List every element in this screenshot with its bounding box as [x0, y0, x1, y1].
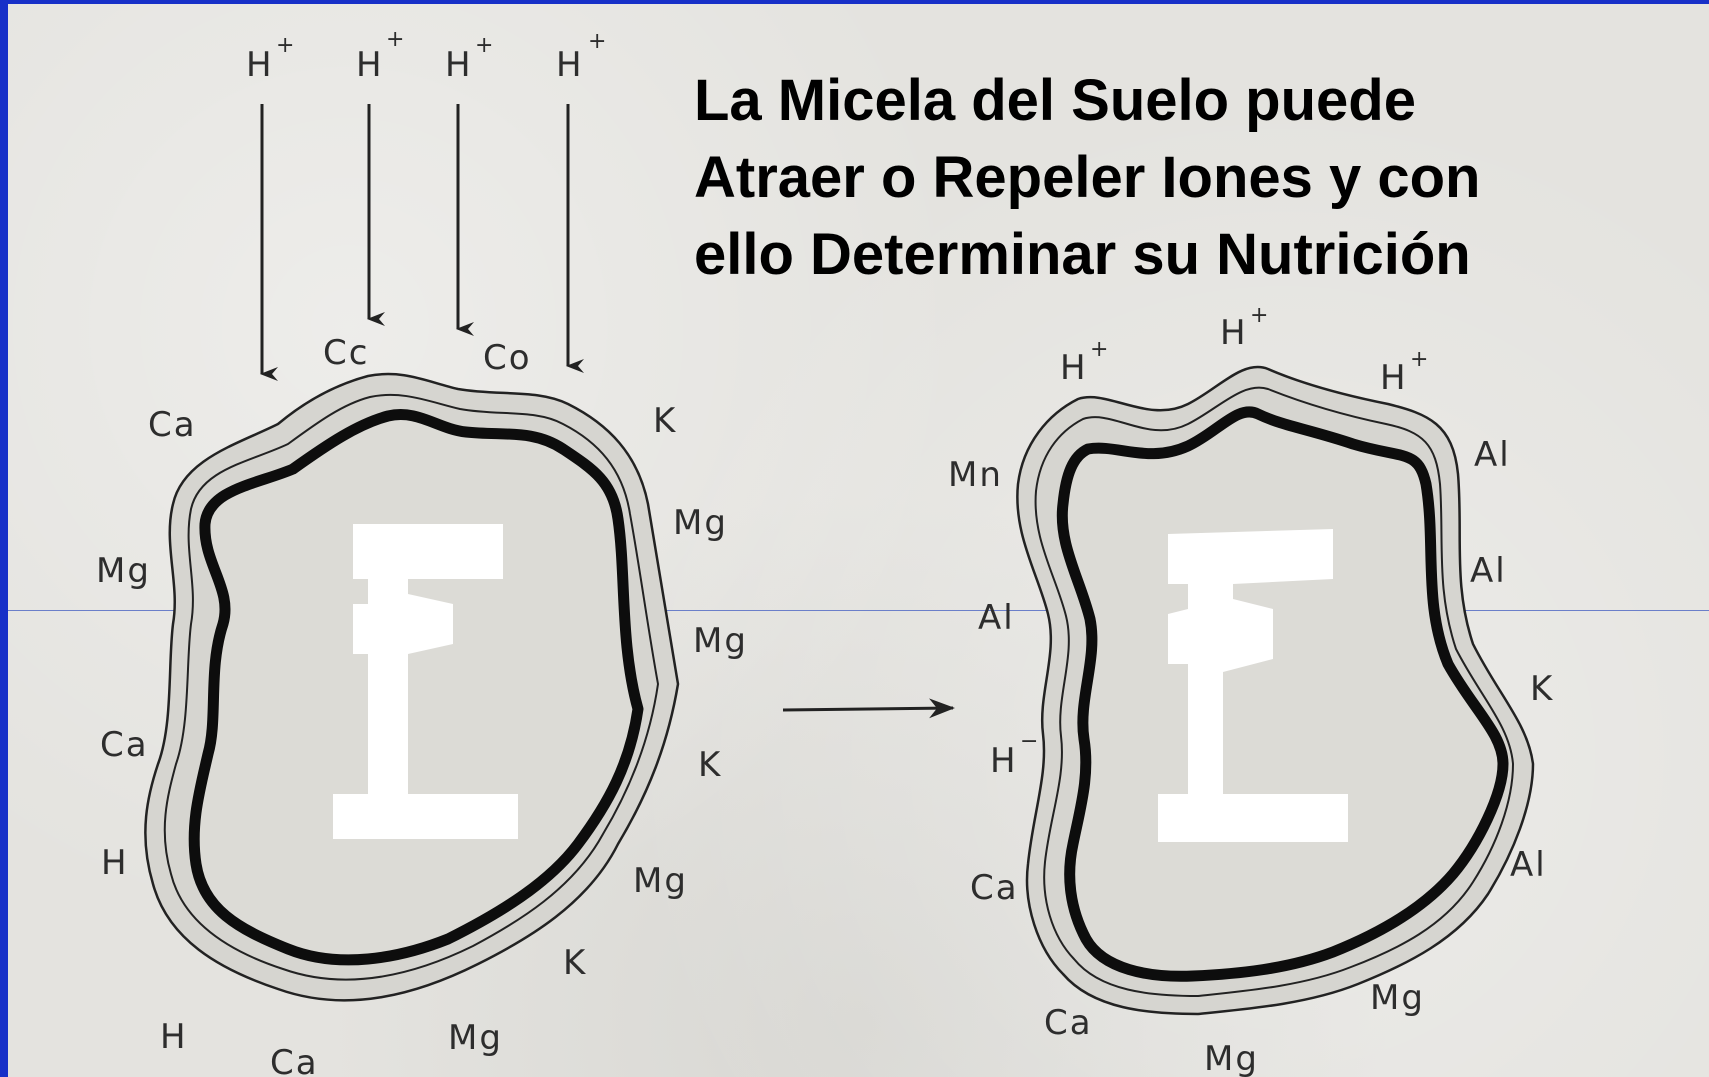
incoming-ions: H + H + H + H +	[246, 27, 608, 85]
left-ion-5: Mg	[673, 503, 728, 543]
slide: La Micela del Suelo puede Atraer o Repel…	[8, 4, 1709, 1077]
left-ion-4: K	[653, 401, 677, 441]
incoming-h-charge-3: +	[475, 33, 495, 58]
title-line-3: ello Determinar su Nutrición	[694, 222, 1471, 287]
micelle-left-core-boundary	[188, 409, 644, 966]
left-ion-6: Mg	[96, 551, 151, 591]
right-ion-mn: Mn	[948, 455, 1003, 495]
incoming-h-label-2: H	[356, 45, 384, 85]
micelle-right-inner-shell	[1034, 386, 1515, 998]
micelle-left: Cc Co Ca K Mg Mg Mg Ca K H Mg K H Ca Mg	[96, 333, 748, 1077]
left-ion-8: Ca	[100, 725, 149, 765]
title-line-2: Atraer o Repeler Iones y con	[694, 145, 1481, 210]
incoming-h-charge-1: +	[276, 33, 296, 58]
right-ion-k: K	[1530, 669, 1554, 709]
micelle-left-sigma	[333, 524, 518, 839]
right-ion-h1-charge: +	[1090, 337, 1110, 362]
right-ion-ca2: Ca	[1044, 1003, 1093, 1043]
micelle-right: H + H + H + Mn Al Al Al H − K Ca Al Mg C…	[948, 303, 1554, 1077]
divider-line	[8, 610, 1709, 611]
right-ion-al2: Al	[978, 598, 1015, 638]
incoming-h-label-1: H	[246, 45, 274, 85]
micelle-diagram: H + H + H + H + Cc Co Ca K Mg	[96, 27, 1554, 1077]
slide-title: La Micela del Suelo puede Atraer o Repel…	[694, 62, 1654, 293]
incoming-h-label-3: H	[445, 45, 473, 85]
left-ion-15: Mg	[448, 1018, 503, 1058]
left-ion-14: Ca	[270, 1043, 319, 1077]
incoming-h-charge-2: +	[386, 27, 406, 52]
right-ion-h3: H	[1380, 358, 1408, 398]
left-ion-1: Cc	[323, 333, 369, 373]
incoming-h-charge-4: +	[588, 29, 608, 54]
title-line-1: La Micela del Suelo puede	[694, 68, 1416, 133]
right-ion-ca1: Ca	[970, 868, 1019, 908]
micelle-left-inner-shell	[163, 393, 660, 981]
left-ion-13: H	[160, 1017, 188, 1057]
incoming-h-label-4: H	[556, 45, 584, 85]
right-ion-mg1: Mg	[1370, 978, 1425, 1018]
left-ion-11: Mg	[633, 861, 688, 901]
right-ion-h2: H	[1220, 313, 1248, 353]
right-ion-h4-charge: −	[1020, 729, 1040, 754]
incoming-arrows	[260, 104, 584, 381]
left-ion-10: H	[101, 843, 129, 883]
right-ion-h1: H	[1060, 348, 1088, 388]
right-ion-al3: Al	[1470, 551, 1507, 591]
left-ion-9: K	[698, 745, 722, 785]
right-ion-h3-charge: +	[1410, 347, 1430, 372]
left-ion-7: Mg	[693, 621, 748, 661]
right-ion-h2-charge: +	[1250, 303, 1270, 328]
right-ion-al4: Al	[1510, 845, 1547, 885]
micelle-right-sigma	[1158, 529, 1348, 842]
left-ion-3: Ca	[148, 405, 197, 445]
right-ion-h4: H	[990, 741, 1018, 781]
right-ion-al1: Al	[1474, 435, 1511, 475]
right-ion-mg2: Mg	[1204, 1039, 1259, 1077]
left-ion-12: K	[563, 943, 587, 983]
transition-arrow	[782, 698, 955, 719]
left-ion-2: Co	[483, 338, 532, 378]
